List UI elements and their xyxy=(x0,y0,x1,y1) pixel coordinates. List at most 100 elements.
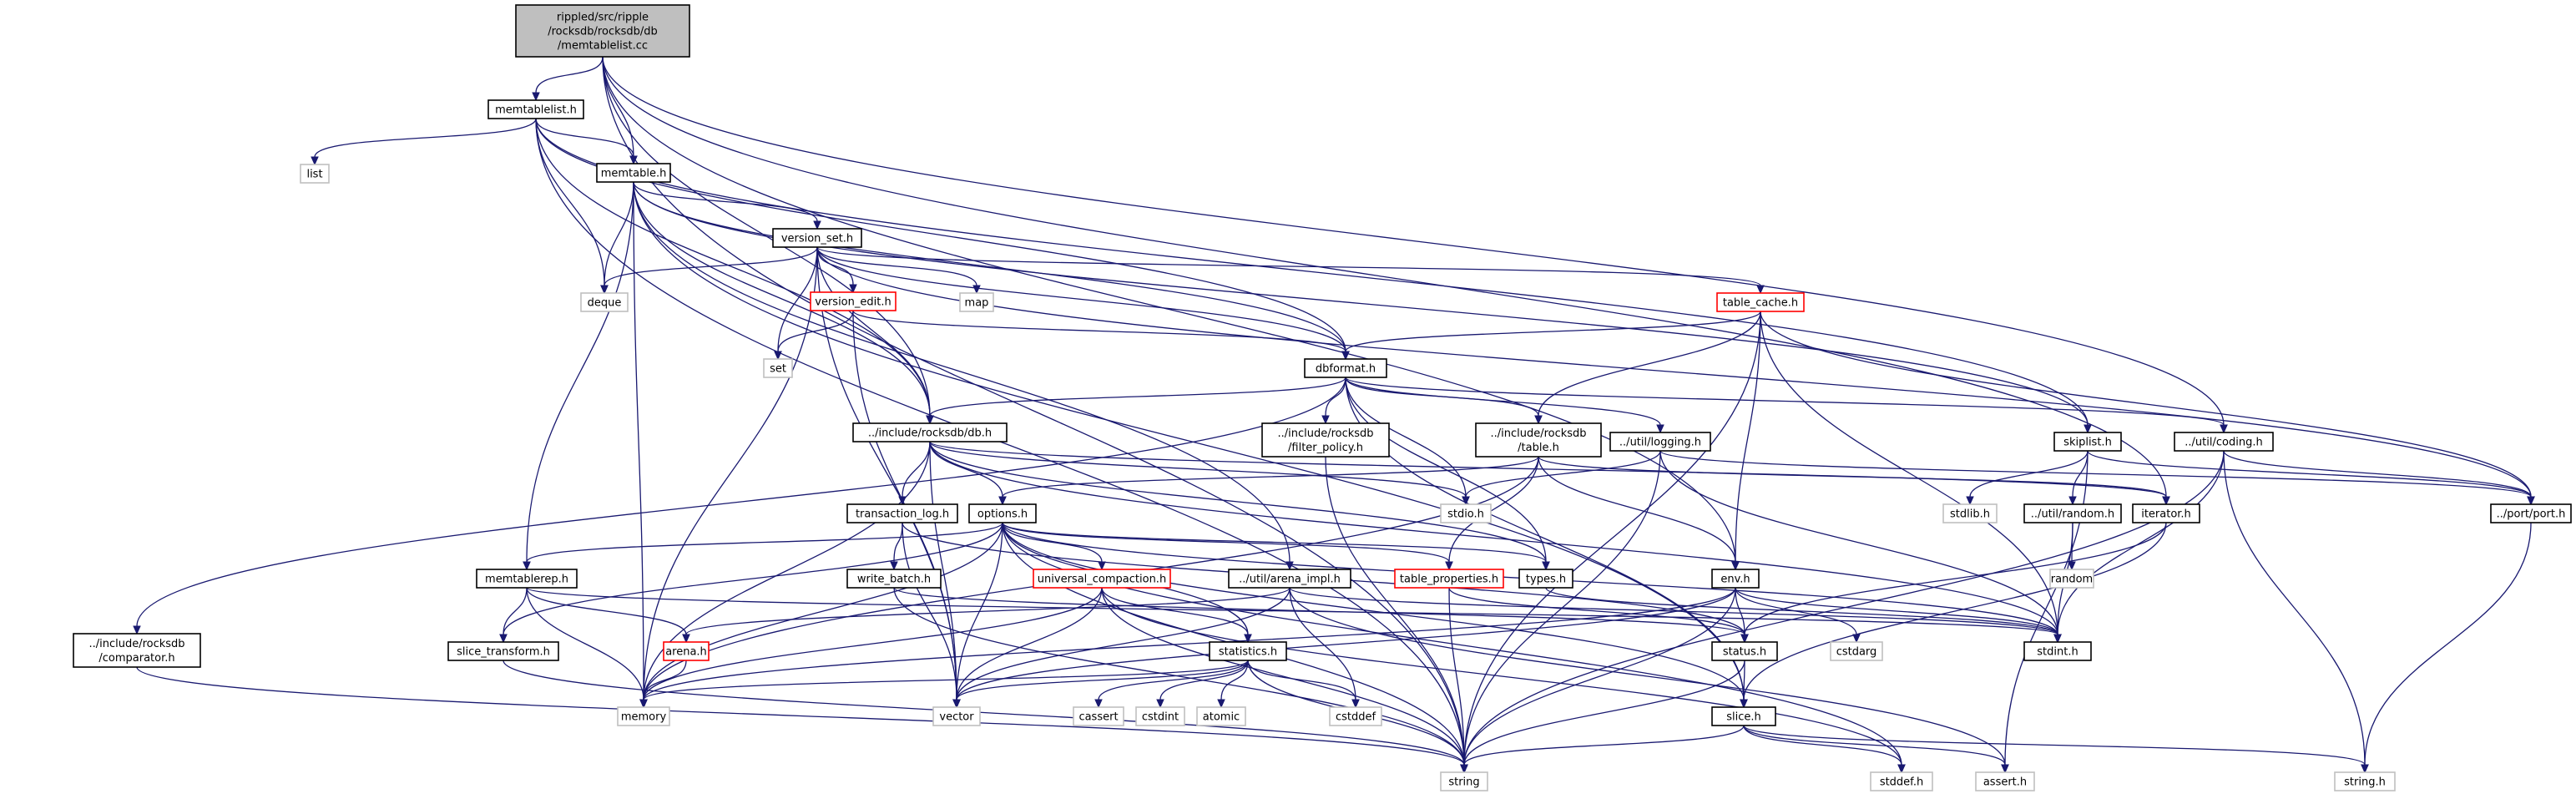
node-table-cache-h[interactable]: table_cache.h xyxy=(1716,292,1805,312)
node-label: set xyxy=(770,363,786,376)
edge-skiplist_h-to-port_h xyxy=(2087,450,2535,506)
node-label: cstdarg xyxy=(1836,646,1877,659)
node-table-h[interactable]: ../include/rocksdb/table.h xyxy=(1475,422,1602,458)
edge-statistics_h-to-memory xyxy=(639,660,1249,709)
node-cassert[interactable]: cassert xyxy=(1073,706,1124,726)
node-deque[interactable]: deque xyxy=(580,292,629,312)
node-label: /memtablelist.cc xyxy=(558,40,648,53)
node-string[interactable]: string xyxy=(1440,771,1488,791)
node-slice-h[interactable]: slice.h xyxy=(1711,706,1776,726)
node-skiplist-h[interactable]: skiplist.h xyxy=(2053,432,2122,452)
node-table-properties-h[interactable]: table_properties.h xyxy=(1394,569,1504,589)
edge-env_h-to-memory xyxy=(639,587,1736,709)
node-memtable-h[interactable]: memtable.h xyxy=(596,163,671,183)
edge-memtablelist_h-to-skiplist_h xyxy=(535,118,2092,434)
node-stdint-h[interactable]: stdint.h xyxy=(2023,641,2092,661)
node-version-edit-h[interactable]: version_edit.h xyxy=(810,291,897,311)
node-map[interactable]: map xyxy=(959,292,994,312)
edge-options_h-to-types_h xyxy=(1002,522,1550,571)
node-memtablelist-h[interactable]: memtablelist.h xyxy=(487,99,584,119)
edge-table_h-to-env_h xyxy=(1538,456,1740,571)
node-logging-h[interactable]: ../util/logging.h xyxy=(1609,432,1711,452)
node-arena-h[interactable]: arena.h xyxy=(663,641,710,661)
node-assert-h[interactable]: assert.h xyxy=(1975,771,2035,791)
node-label: skiplist.h xyxy=(2063,437,2112,449)
edge-coding_h-to-string_h xyxy=(2223,450,2369,774)
node-memory[interactable]: memory xyxy=(617,706,670,726)
edge-arena_impl_h-to-arena_h xyxy=(682,587,1291,644)
node-env-h[interactable]: env.h xyxy=(1711,569,1760,589)
edge-root-to-env_h xyxy=(602,56,1740,571)
node-version-set-h[interactable]: version_set.h xyxy=(772,228,862,248)
edge-statistics_h-to-atomic xyxy=(1217,660,1249,709)
node-label: stddef.h xyxy=(1880,776,1923,789)
node-label: ../port/port.h xyxy=(2497,508,2566,521)
node-write-batch-h[interactable]: write_batch.h xyxy=(846,569,942,589)
node-options-h[interactable]: options.h xyxy=(968,503,1037,523)
edge-status_h-to-slice_h xyxy=(1740,660,1748,709)
node-atomic[interactable]: atomic xyxy=(1196,706,1246,726)
node-random-h[interactable]: ../util/random.h xyxy=(2023,503,2122,523)
node-status-h[interactable]: status.h xyxy=(1711,641,1778,661)
node-label: deque xyxy=(588,297,622,310)
node-layer: rippled/src/ripple/rocksdb/rocksdb/db/me… xyxy=(73,4,2572,791)
node-label: dbformat.h xyxy=(1316,363,1376,376)
node-list[interactable]: list xyxy=(300,164,330,184)
node-label: cstdint xyxy=(1142,711,1179,724)
node-cstddef[interactable]: cstddef xyxy=(1329,706,1382,726)
node-string-h[interactable]: string.h xyxy=(2334,771,2396,791)
node-memtablerep-h[interactable]: memtablerep.h xyxy=(476,569,578,589)
edge-write_batch_h-to-string xyxy=(893,587,1468,774)
node-label: random xyxy=(2051,574,2093,586)
node-statistics-h[interactable]: statistics.h xyxy=(1209,641,1287,661)
node-slice-transform-h[interactable]: slice_transform.h xyxy=(447,641,559,661)
node-label: ../include/rocksdb xyxy=(1490,427,1586,440)
node-cstdint[interactable]: cstdint xyxy=(1135,706,1185,726)
edge-version_set_h-to-version_edit_h xyxy=(816,246,857,294)
edge-memtablelist_h-to-list xyxy=(311,118,537,166)
edge-slice_h-to-string xyxy=(1460,725,1745,774)
node-label: options.h xyxy=(977,508,1028,521)
node-universal-compaction-h[interactable]: universal_compaction.h xyxy=(1033,569,1171,589)
edge-slice_h-to-string_h xyxy=(1743,725,2369,774)
edge-db_h-to-transaction_log_h xyxy=(898,441,931,506)
node-set[interactable]: set xyxy=(763,358,793,378)
node-types-h[interactable]: types.h xyxy=(1518,569,1573,589)
node-db-h[interactable]: ../include/rocksdb/db.h xyxy=(852,422,1008,442)
edge-memtable_h-to-skiplist_h xyxy=(633,181,2092,434)
edge-coding_h-to-string xyxy=(1460,450,2225,774)
node-label: assert.h xyxy=(1983,776,2027,789)
node-port-h[interactable]: ../port/port.h xyxy=(2490,503,2572,523)
node-label: string xyxy=(1448,776,1479,789)
edge-env_h-to-vector xyxy=(952,587,1736,709)
node-arena-impl-h[interactable]: ../util/arena_impl.h xyxy=(1228,569,1351,589)
node-label: ../util/random.h xyxy=(2031,508,2114,521)
node-filter-policy-h[interactable]: ../include/rocksdb/filter_policy.h xyxy=(1261,422,1390,458)
node-cstdarg[interactable]: cstdarg xyxy=(1830,641,1883,661)
edge-statistics_h-to-cassert xyxy=(1094,660,1249,709)
edge-coding_h-to-port_h xyxy=(2223,450,2535,506)
node-vector[interactable]: vector xyxy=(932,706,981,726)
node-stdio-h[interactable]: stdio.h xyxy=(1440,503,1492,523)
edge-dbformat_h-to-db_h xyxy=(926,377,1346,425)
node-root[interactable]: rippled/src/ripple/rocksdb/rocksdb/db/me… xyxy=(515,4,690,58)
node-label: memtablerep.h xyxy=(485,574,568,586)
node-label: atomic xyxy=(1203,711,1240,724)
node-dbformat-h[interactable]: dbformat.h xyxy=(1304,358,1387,378)
node-iterator-h[interactable]: iterator.h xyxy=(2132,503,2200,523)
node-label: /rocksdb/rocksdb/db xyxy=(548,26,658,38)
node-label: ../include/rocksdb xyxy=(88,638,184,650)
node-random[interactable]: random xyxy=(2049,569,2094,589)
edge-layer xyxy=(133,56,2535,774)
node-label: stdint.h xyxy=(2037,646,2078,659)
node-transaction-log-h[interactable]: transaction_log.h xyxy=(846,503,958,523)
node-comparator-h[interactable]: ../include/rocksdb/comparator.h xyxy=(73,633,201,668)
edge-table_h-to-options_h xyxy=(998,456,1539,506)
node-label: /filter_policy.h xyxy=(1288,442,1363,454)
edge-memtable_h-to-arena_impl_h xyxy=(633,181,1294,571)
node-stddef-h[interactable]: stddef.h xyxy=(1870,771,1933,791)
node-stdlib-h[interactable]: stdlib.h xyxy=(1942,503,1998,523)
node-coding-h[interactable]: ../util/coding.h xyxy=(2174,432,2274,452)
node-label: string.h xyxy=(2344,776,2386,789)
